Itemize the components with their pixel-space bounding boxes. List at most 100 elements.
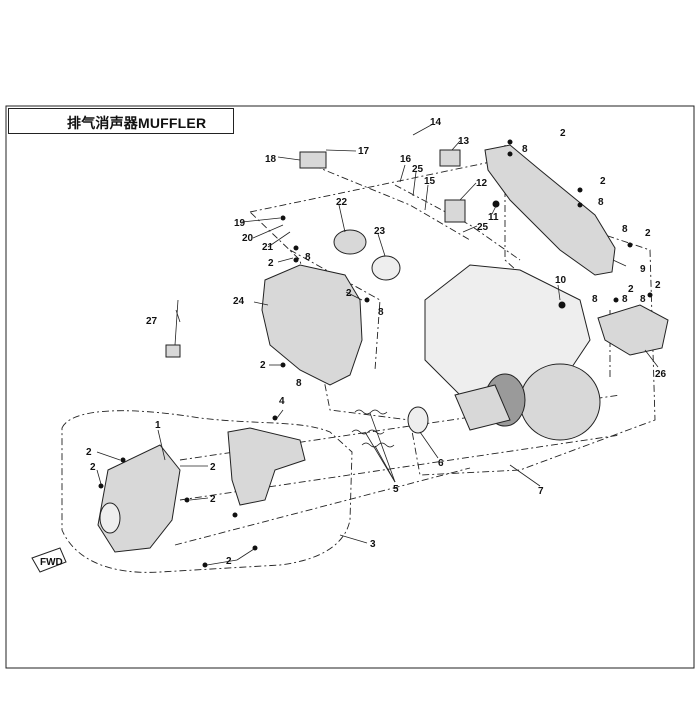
spring	[354, 409, 388, 415]
callout-6: 6	[438, 458, 444, 469]
alignment-line	[289, 249, 381, 371]
fitting-12	[444, 199, 466, 223]
sensor-27-wire	[174, 299, 179, 346]
alignment-line	[299, 159, 471, 241]
alignment-line	[504, 145, 561, 311]
callout-20: 20	[242, 233, 254, 244]
bolt-dot	[507, 139, 513, 145]
bolt-dot	[184, 497, 190, 503]
fitting-13	[439, 149, 461, 167]
callout-8: 8	[296, 378, 302, 389]
pipe-outlet	[99, 502, 121, 534]
callout-8: 8	[378, 307, 384, 318]
bolt-dot	[280, 362, 286, 368]
callout-1: 1	[155, 420, 161, 431]
callout-labels: 1 2 2 2 2 2 3 4 5 6 7 2 8 24 27 2 8 2 8 …	[86, 117, 667, 567]
callout-2: 2	[628, 284, 634, 295]
callout-8: 8	[305, 252, 311, 263]
callout-22: 22	[336, 197, 348, 208]
callout-17: 17	[358, 146, 370, 157]
muffler-inlet-pipe	[454, 384, 511, 431]
flange-23	[371, 255, 401, 281]
callout-5: 5	[393, 484, 399, 495]
bolt-dot	[98, 483, 104, 489]
callout-8: 8	[522, 144, 528, 155]
callout-8: 8	[592, 294, 598, 305]
callout-2: 2	[645, 228, 651, 239]
callout-8: 8	[622, 224, 628, 235]
bolt-dot	[364, 297, 370, 303]
muffler-end-cap	[519, 363, 601, 441]
callout-8: 8	[598, 197, 604, 208]
forward-direction-badge	[31, 547, 67, 573]
clamp-18	[299, 151, 327, 169]
callout-10: 10	[555, 275, 567, 286]
callout-4: 4	[279, 396, 285, 407]
alignment-line	[174, 467, 471, 546]
callout-23: 23	[374, 226, 386, 237]
callout-2: 2	[560, 128, 566, 139]
bolt-dot	[627, 242, 633, 248]
callout-2: 2	[268, 258, 274, 269]
callout-2: 2	[210, 494, 216, 505]
callout-7: 7	[538, 486, 544, 497]
callout-19: 19	[234, 218, 246, 229]
callout-12: 12	[476, 178, 488, 189]
sensor-27	[165, 344, 181, 358]
bolt-dot	[232, 512, 238, 518]
bolt-dot	[507, 151, 513, 157]
callout-2: 2	[600, 176, 606, 187]
assembly-3-boundary	[61, 410, 353, 573]
callout-2: 2	[260, 360, 266, 371]
callout-2: 2	[226, 556, 232, 567]
bolt-dot	[647, 292, 653, 298]
bolt-dot	[577, 202, 583, 208]
callout-2: 2	[90, 462, 96, 473]
callout-2: 2	[346, 288, 352, 299]
spring	[361, 442, 395, 448]
callout-11: 11	[488, 212, 499, 223]
callout-2: 2	[86, 447, 92, 458]
callout-13: 13	[458, 136, 470, 147]
callout-2: 2	[655, 280, 661, 291]
spring	[351, 429, 385, 435]
callout-27: 27	[146, 316, 158, 327]
callout-26: 26	[655, 369, 667, 380]
callout-14: 14	[430, 117, 442, 128]
exhaust-header-pipe	[227, 427, 306, 506]
forward-direction-label: FWD	[40, 557, 63, 568]
callout-8: 8	[640, 294, 646, 305]
sheet-frame	[5, 105, 695, 669]
nut-dot	[558, 301, 566, 309]
nut-dot	[492, 200, 500, 208]
callout-16: 16	[400, 154, 412, 165]
alignment-line	[179, 434, 621, 501]
callout-9: 9	[640, 264, 646, 275]
diagram-title: 排气消声器MUFFLER	[67, 115, 207, 131]
callout-8: 8	[622, 294, 628, 305]
callout-24: 24	[233, 296, 245, 307]
end-guard	[597, 304, 669, 356]
bolt-dot	[613, 297, 619, 303]
bolt-dot	[280, 215, 286, 221]
callout-2: 2	[210, 462, 216, 473]
bolt-dot	[293, 245, 299, 251]
leader-lines	[96, 123, 659, 566]
bolt-dot	[202, 562, 208, 568]
heat-shield-side	[261, 264, 363, 386]
callout-3: 3	[370, 539, 376, 550]
callout-25: 25	[412, 164, 424, 175]
callout-21: 21	[262, 242, 274, 253]
bolt-dot	[272, 415, 278, 421]
callout-25: 25	[477, 222, 489, 233]
callout-15: 15	[424, 176, 436, 187]
bolt-dot	[293, 257, 299, 263]
fastener-dots	[98, 139, 653, 568]
bolt-dot	[577, 187, 583, 193]
alignment-line	[394, 184, 521, 261]
bolt-dot	[120, 457, 126, 463]
heat-shield-upper	[484, 144, 616, 276]
callout-18: 18	[265, 154, 277, 165]
